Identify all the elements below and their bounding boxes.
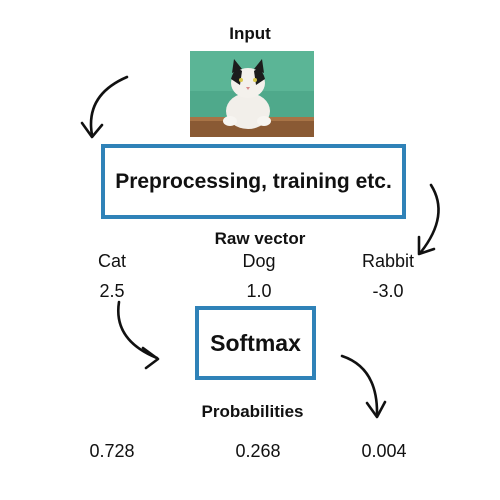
class-label-cat: Cat [97,251,126,271]
probabilities-heading: Probabilities [201,402,304,421]
input-heading: Input [229,24,271,43]
probability-rabbit: 0.004 [361,441,407,461]
preprocessing-label: Preprocessing, training etc. [115,169,392,193]
raw-value-rabbit: -3.0 [372,281,404,301]
softmax-label: Softmax [210,329,301,356]
probability-cat: 0.728 [89,441,135,461]
raw-value-cat: 2.5 [99,281,125,301]
class-label-dog: Dog [242,251,276,271]
arrow-input-to-process [89,75,129,137]
arrow-raw-to-softmax-head [141,346,160,370]
arrow-process-to-raw [419,183,440,254]
softmax-box: Softmax [195,306,316,380]
raw-vector-heading: Raw vector [214,229,306,248]
raw-value-dog: 1.0 [246,281,272,301]
arrow-softmax-to-prob-head [365,400,387,419]
class-label-rabbit: Rabbit [361,251,415,271]
arrow-raw-to-softmax [116,300,159,360]
preprocessing-box: Preprocessing, training etc. [101,144,406,219]
arrow-input-to-process-head [80,121,104,139]
cat-photo [190,51,314,137]
arrow-process-to-raw-head [417,235,436,256]
probability-dog: 0.268 [235,441,281,461]
cat-photo-image [190,51,314,137]
arrow-softmax-to-prob [340,354,379,417]
